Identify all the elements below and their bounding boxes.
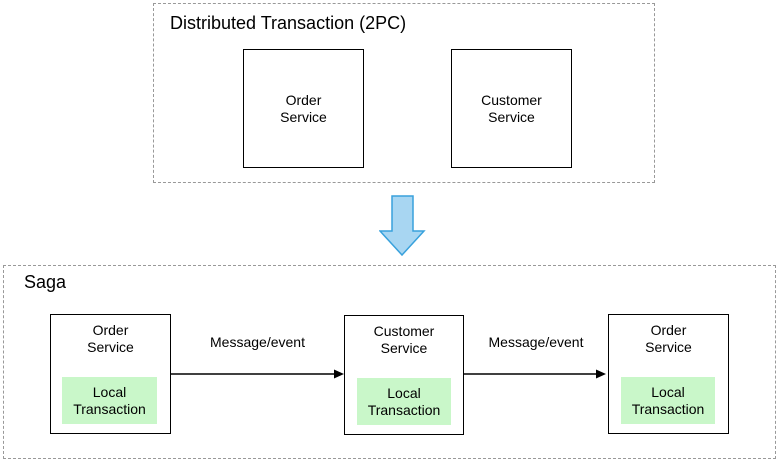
node-label: Order Service [280, 92, 327, 126]
saga-node-order-service-1: Order Service Local Transaction [50, 314, 171, 434]
local-transaction-box: Local Transaction [621, 377, 715, 424]
node-label-line2: Service [280, 108, 327, 125]
node-label: Customer Service [345, 323, 463, 357]
arrow-right-icon [464, 369, 606, 379]
arrowhead-icon [334, 369, 344, 379]
node-label: Order Service [51, 322, 170, 356]
arrowhead-icon [596, 369, 606, 379]
local-transaction-line2: Transaction [367, 401, 441, 418]
local-transaction-label: Local Transaction [632, 384, 705, 418]
local-transaction-line1: Local [387, 384, 421, 401]
local-transaction-label: Local Transaction [73, 384, 146, 418]
local-transaction-label: Local Transaction [368, 385, 441, 419]
two-pc-group-title: Distributed Transaction (2PC) [170, 13, 407, 33]
node-label-line1: Customer [373, 323, 435, 339]
local-transaction-line1: Local [651, 383, 685, 400]
local-transaction-box: Local Transaction [62, 377, 157, 424]
node-label-line1: Order [285, 91, 322, 108]
node-label-line2: Service [380, 340, 428, 356]
local-transaction-line1: Local [92, 383, 127, 400]
local-transaction-line2: Transaction [631, 400, 705, 417]
down-block-arrow-icon [379, 195, 426, 257]
node-label-line2: Service [488, 108, 535, 125]
saga-node-customer-service: Customer Service Local Transaction [344, 315, 464, 435]
saga-group-box: Saga Order Service Local Transaction Mes… [3, 265, 776, 459]
down-block-arrow-shape [379, 195, 426, 257]
node-label-line2: Service [87, 339, 134, 355]
node-label: Order Service [609, 322, 728, 356]
edge-label-message-event-2: Message/event [488, 334, 584, 350]
two-pc-node-customer-service: Customer Service [451, 49, 572, 168]
two-pc-group-box: Distributed Transaction (2PC) Order Serv… [153, 3, 655, 183]
node-label-line2: Service [645, 339, 692, 355]
saga-group-title: Saga [24, 272, 67, 292]
local-transaction-box: Local Transaction [357, 378, 451, 425]
node-label-line1: Order [92, 322, 129, 338]
saga-node-order-service-2: Order Service Local Transaction [608, 314, 729, 434]
local-transaction-line2: Transaction [73, 400, 146, 417]
node-label: Customer Service [481, 92, 542, 126]
node-label-line1: Order [650, 322, 687, 338]
arrow-right-icon [171, 369, 344, 379]
node-label-line1: Customer [481, 91, 542, 108]
edge-label-message-event-1: Message/event [210, 334, 305, 350]
two-pc-node-order-service: Order Service [243, 49, 364, 168]
